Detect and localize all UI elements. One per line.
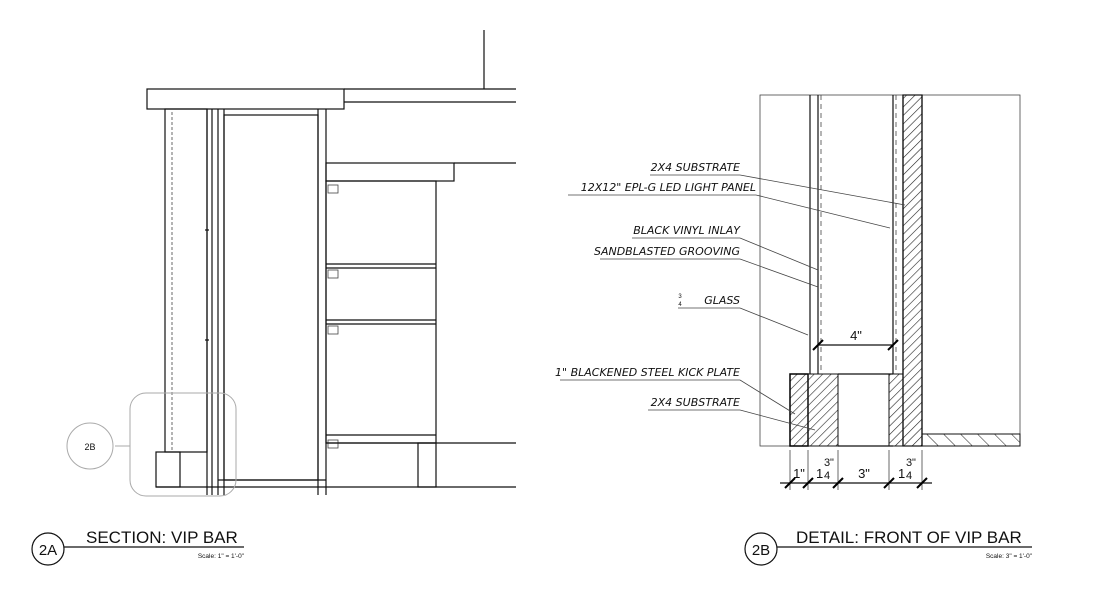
section-2a-drawing — [66, 30, 516, 497]
note-black-vinyl-inlay: BLACK VINYL INLAY — [633, 224, 741, 237]
dim-1-3-4-den: 4 — [824, 470, 830, 482]
note-glass: GLASS — [704, 294, 740, 307]
dim-1-3-4-num: 3 — [824, 457, 830, 469]
dim-1-3-4b-den: 4 — [906, 470, 912, 482]
dim-4in: 4" — [850, 328, 862, 343]
dim-3in: 3" — [858, 466, 870, 481]
dim-1-3-4b-whole: 1 — [898, 466, 905, 481]
note-2x4-substrate-top: 2X4 SUBSTRATE — [651, 161, 740, 174]
dim-1in: 1" — [793, 466, 805, 481]
note-led-light-panel: 12X12" EPL-G LED LIGHT PANEL — [581, 181, 756, 194]
detail-2b-title: DETAIL: FRONT OF VIP BAR — [796, 528, 1022, 547]
detail-2b-bubble-label: 2B — [752, 542, 770, 559]
note-sandblasted-grooving: SANDBLASTED GROOVING — [594, 245, 740, 258]
detail-2b-bubble — [744, 532, 778, 566]
glass-fraction-num: 3 — [678, 294, 682, 300]
glass-fraction-den: 4 — [678, 302, 682, 308]
note-2x4-substrate-bottom: 2X4 SUBSTRATE — [651, 396, 740, 409]
section-2a-bubble — [31, 532, 65, 566]
detail-2b-scale: Scale: 3" = 1'-0" — [986, 553, 1033, 560]
note-kick-plate: 1" BLACKENED STEEL KICK PLATE — [555, 366, 740, 379]
detail-2b-drawing — [560, 94, 1021, 490]
dim-1-3-4b-unit: " — [912, 457, 916, 469]
dim-1-3-4-unit: " — [830, 457, 834, 469]
dim-1-3-4-whole: 1 — [816, 466, 823, 481]
section-2a-bubble-label: 2A — [39, 542, 57, 559]
section-2a-scale: Scale: 1" = 1'-0" — [198, 553, 245, 560]
dim-1-3-4b-num: 3 — [906, 457, 912, 469]
section-2a-title: SECTION: VIP BAR — [86, 528, 238, 547]
callout-bubble-2b: 2B — [84, 442, 95, 452]
